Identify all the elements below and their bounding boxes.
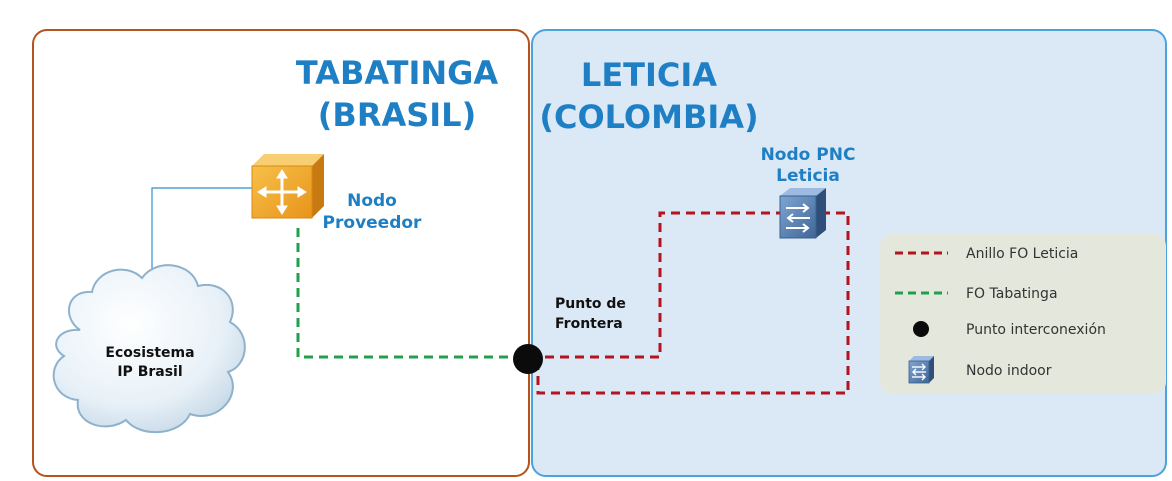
pnc-label-line2: Leticia (776, 166, 840, 186)
pnc-label-line1: Nodo PNC (761, 145, 856, 165)
legend-interconnect-swatch (913, 321, 929, 337)
cloud-router-link (151, 187, 252, 290)
router-icon (251, 154, 324, 219)
legend: Anillo FO Leticia FO Tabatinga Punto int… (880, 234, 1166, 394)
legend-indoor-label: Nodo indoor (966, 363, 1052, 379)
provider-label-line1: Nodo (347, 191, 397, 211)
anillo-fo-leticia-line (530, 211, 850, 395)
cloud-label-line2: IP Brasil (117, 364, 182, 380)
provider-label-line2: Proveedor (323, 213, 423, 233)
interconnection-point (513, 344, 543, 374)
border-label-line2: Frontera (555, 316, 623, 332)
legend-tabatinga-label: FO Tabatinga (966, 286, 1058, 302)
cloud-icon (52, 264, 246, 433)
legend-switch-icon (908, 356, 934, 384)
legend-ring-label: Anillo FO Leticia (966, 246, 1078, 262)
legend-interconnect-label: Punto interconexión (966, 322, 1106, 338)
legend-box (880, 234, 1166, 394)
switch-icon (779, 188, 826, 239)
brazil-title-line2: (BRASIL) (318, 96, 476, 134)
fo-tabatinga-line (296, 228, 522, 359)
border-label-line1: Punto de (555, 296, 626, 312)
colombia-title-line1: LETICIA (581, 56, 717, 94)
colombia-title-line2: (COLOMBIA) (539, 98, 758, 136)
cloud-label-line1: Ecosistema (105, 345, 194, 361)
brazil-title-line1: TABATINGA (296, 54, 499, 92)
